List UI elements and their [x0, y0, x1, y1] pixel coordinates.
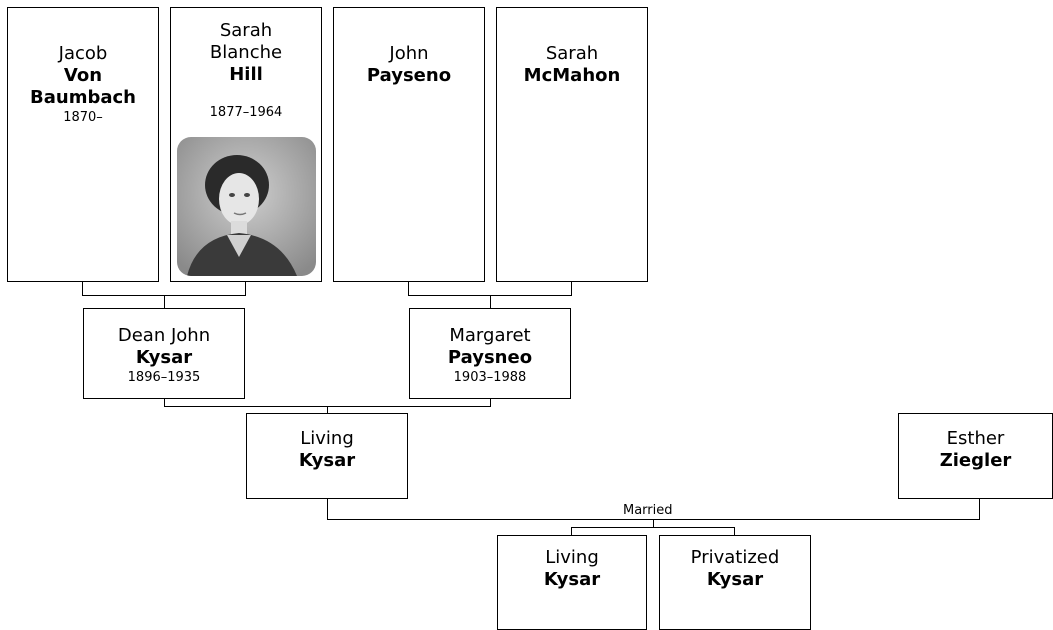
portrait-photo[interactable]: [177, 137, 316, 276]
person-card-child-privatized[interactable]: Privatized Kysar: [659, 535, 811, 630]
person-card-jacob[interactable]: Jacob Von Baumbach 1870–: [7, 7, 159, 282]
connector: [490, 398, 491, 407]
given-name: John: [389, 43, 429, 64]
person-card-living-kysar[interactable]: Living Kysar: [246, 413, 408, 499]
life-dates: 1877–1964: [209, 105, 283, 120]
given-name: Esther: [946, 428, 1005, 449]
connector: [327, 406, 328, 414]
surname: Kysar: [706, 569, 764, 590]
life-dates: 1903–1988: [453, 370, 527, 385]
connector: [571, 281, 572, 296]
connector: [490, 295, 491, 309]
person-card-sarah-mcmahon[interactable]: Sarah McMahon: [496, 7, 648, 282]
surname: McMahon: [523, 65, 621, 86]
given-name: Living: [300, 428, 354, 449]
surname: Kysar: [298, 450, 356, 471]
given-name: Living: [545, 547, 599, 568]
given-name: Sarah: [545, 43, 599, 64]
connector: [979, 498, 980, 520]
connector: [164, 398, 165, 407]
life-dates: 1896–1935: [127, 370, 201, 385]
surname: Ziegler: [939, 450, 1012, 471]
connector: [571, 527, 572, 536]
surname: Paysneo: [447, 347, 533, 368]
surname: Kysar: [543, 569, 601, 590]
surname: Payseno: [366, 65, 452, 86]
given-name: Sarah Blanche: [209, 20, 283, 63]
person-card-child-living[interactable]: Living Kysar: [497, 535, 647, 630]
life-dates: 1870–: [63, 110, 103, 125]
connector: [571, 527, 735, 528]
surname: Hill: [229, 64, 263, 85]
person-card-dean[interactable]: Dean John Kysar 1896–1935: [83, 308, 245, 399]
connector: [734, 527, 735, 536]
given-name: Margaret: [449, 325, 531, 346]
connector: [82, 281, 83, 296]
person-card-john[interactable]: John Payseno: [333, 7, 485, 282]
surname: Kysar: [135, 347, 193, 368]
connector: [408, 281, 409, 296]
portrait-photo-image: [177, 137, 316, 276]
given-name: Privatized: [690, 547, 780, 568]
person-card-sarah-hill[interactable]: Sarah Blanche Hill 1877–1964: [170, 7, 322, 282]
surname: Von Baumbach: [30, 65, 136, 108]
connector: [164, 295, 165, 309]
connector: [245, 281, 246, 296]
person-card-esther[interactable]: Esther Ziegler: [898, 413, 1053, 499]
connector: [653, 519, 654, 528]
relationship-label: Married: [621, 503, 675, 518]
person-card-margaret[interactable]: Margaret Paysneo 1903–1988: [409, 308, 571, 399]
connector: [327, 498, 328, 520]
given-name: Jacob: [58, 43, 108, 64]
given-name: Dean John: [117, 325, 211, 346]
